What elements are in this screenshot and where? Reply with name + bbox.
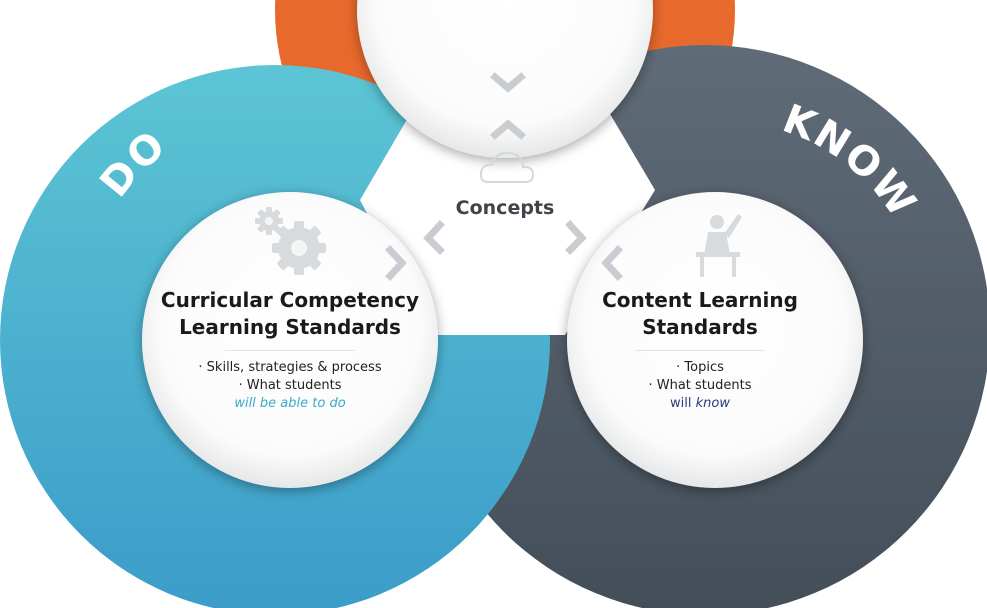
card-title-line: Content Learning xyxy=(602,288,798,312)
curricular-inner-circle xyxy=(142,192,438,488)
bullet-item: · What students xyxy=(648,378,752,393)
emphasis-prefix: will xyxy=(670,396,696,411)
card-title-line: Curricular Competency xyxy=(160,288,420,312)
chevron-up-icon xyxy=(490,119,526,140)
cloud-icon xyxy=(479,151,535,183)
bullet-item: · Skills, strategies & process xyxy=(198,360,382,375)
gears-icon xyxy=(255,207,326,275)
concepts-inner-circle xyxy=(357,0,653,158)
content-inner-circle xyxy=(567,192,863,488)
chevron-down-icon xyxy=(490,72,526,93)
student-at-desk-icon xyxy=(696,214,742,277)
emphasis-word: know xyxy=(695,396,730,411)
chevron-left-icon xyxy=(423,220,445,255)
emphasis-text: will know xyxy=(590,395,810,413)
curricular-competency-card: Curricular Competency Learning Standards… xyxy=(150,287,430,413)
bullet-item: · Topics xyxy=(676,360,724,375)
concepts-label: Concepts xyxy=(455,197,555,219)
emphasis-text: will be able to do xyxy=(234,396,346,411)
chevron-right-icon xyxy=(565,220,587,255)
divider xyxy=(225,350,355,351)
chevron-right-icon xyxy=(385,245,407,281)
card-title-line: Standards xyxy=(642,315,758,339)
content-learning-card: Content Learning Standards · Topics · Wh… xyxy=(590,287,810,413)
chevron-left-icon xyxy=(601,245,623,281)
bullet-item: · What students xyxy=(238,378,342,393)
center-triangle xyxy=(360,80,655,335)
divider xyxy=(635,350,765,351)
card-title-line: Learning Standards xyxy=(179,315,401,339)
